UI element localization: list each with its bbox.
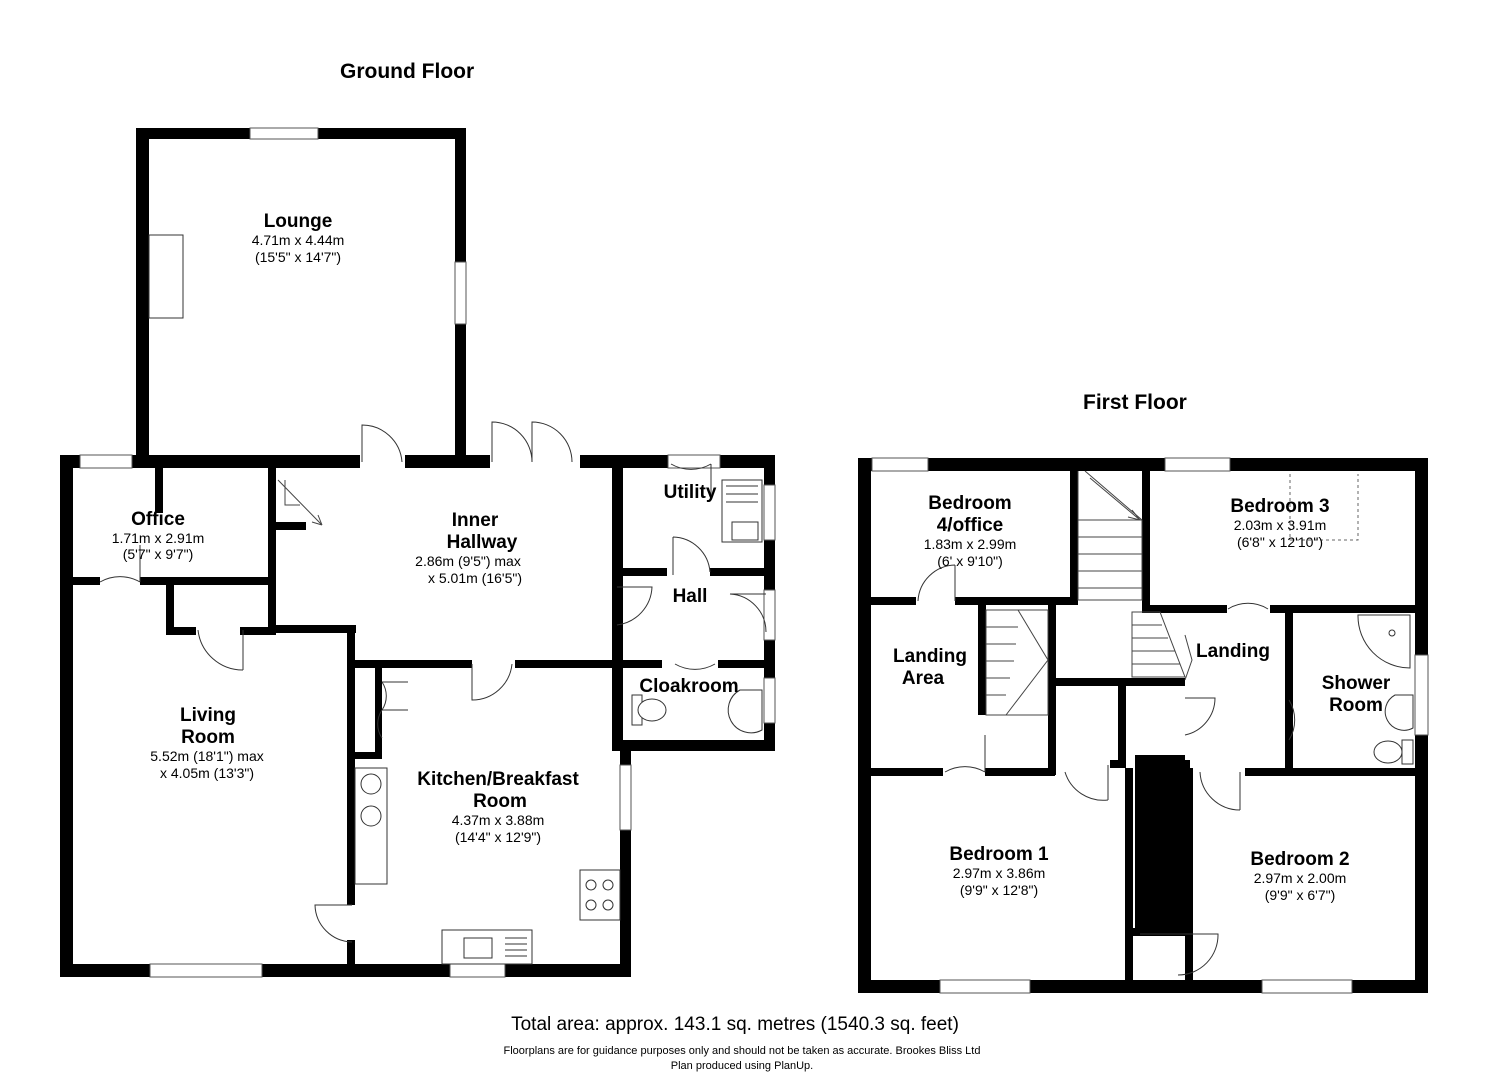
room-name-inner-hallway-2: Hallway <box>447 532 518 553</box>
room-name-hall: Hall <box>673 586 708 607</box>
room-dims-bedroom3-2: (6'8" x 12'10") <box>1237 534 1323 550</box>
room-name-bedroom1: Bedroom 1 <box>949 844 1049 865</box>
first-floor-title: First Floor <box>1083 391 1187 414</box>
room-dims-bedroom4-2: (6' x 9'10") <box>937 553 1003 569</box>
room-name-living-2: Room <box>181 727 235 748</box>
ground-floor-windows <box>79 127 776 978</box>
first-floor-doors <box>917 564 1296 976</box>
room-name-landing-area-2: Area <box>902 668 945 689</box>
room-dims-bedroom1-2: (9'9" x 12'8") <box>960 882 1038 898</box>
room-name-inner-hallway-1: Inner <box>452 510 499 531</box>
room-name-bedroom4-1: Bedroom <box>928 493 1011 514</box>
room-dims-kitchen-2: (14'4" x 12'9") <box>455 829 541 845</box>
room-name-landing: Landing <box>1196 641 1270 662</box>
room-name-office: Office <box>131 509 185 530</box>
first-floor-labels: Bedroom 4/office 1.83m x 2.99m (6' x 9'1… <box>893 493 1391 903</box>
room-dims-bedroom4-1: 1.83m x 2.99m <box>924 536 1017 552</box>
room-dims-kitchen-1: 4.37m x 3.88m <box>452 812 545 828</box>
ground-floor-title: Ground Floor <box>340 60 474 83</box>
room-dims-bedroom1-1: 2.97m x 3.86m <box>953 865 1046 881</box>
room-dims-living-1: 5.52m (18'1") max <box>150 748 263 764</box>
room-name-shower-2: Room <box>1329 695 1383 716</box>
room-dims-bedroom2-1: 2.97m x 2.00m <box>1254 870 1347 886</box>
room-dims-office: 1.71m x 2.91m <box>112 530 205 546</box>
room-dims-inner-hallway-2: x 5.01m (16'5") <box>428 570 522 586</box>
disclaimer: Floorplans are for guidance purposes onl… <box>504 1045 981 1057</box>
credit: Plan produced using PlanUp. <box>671 1060 813 1072</box>
room-dims-lounge: 4.71m x 4.44m <box>252 232 345 248</box>
room-name-kitchen-1: Kitchen/Breakfast <box>417 769 579 790</box>
total-area: Total area: approx. 143.1 sq. metres (15… <box>511 1014 959 1035</box>
room-name-lounge: Lounge <box>264 211 333 232</box>
room-name-utility: Utility <box>664 482 717 503</box>
room-dims-inner-hallway-1: 2.86m (9'5") max <box>415 553 521 569</box>
room-dims-bedroom2-2: (9'9" x 6'7") <box>1265 887 1336 903</box>
ground-floor-doors <box>99 421 767 943</box>
room-dims-office-imperial: (5'7" x 9'7") <box>123 546 194 562</box>
room-name-cloakroom: Cloakroom <box>639 676 738 697</box>
room-name-bedroom2: Bedroom 2 <box>1250 849 1349 870</box>
room-dims-living-2: x 4.05m (13'3") <box>160 765 254 781</box>
room-name-shower-1: Shower <box>1322 673 1391 694</box>
room-name-bedroom3: Bedroom 3 <box>1230 496 1329 517</box>
ground-floor-labels: Lounge 4.71m x 4.44m (15'5" x 14'7") Off… <box>112 211 739 845</box>
first-floor-windows <box>871 457 1429 994</box>
room-name-living-1: Living <box>180 705 236 726</box>
room-name-landing-area-1: Landing <box>893 646 967 667</box>
room-dims-bedroom3-1: 2.03m x 3.91m <box>1234 517 1327 533</box>
ground-floor-fixtures <box>148 234 763 965</box>
first-floor-fixtures <box>985 470 1414 765</box>
room-name-bedroom4-2: 4/office <box>937 515 1004 536</box>
room-name-kitchen-2: Room <box>473 791 527 812</box>
room-dims-lounge-imperial: (15'5" x 14'7") <box>255 249 341 265</box>
